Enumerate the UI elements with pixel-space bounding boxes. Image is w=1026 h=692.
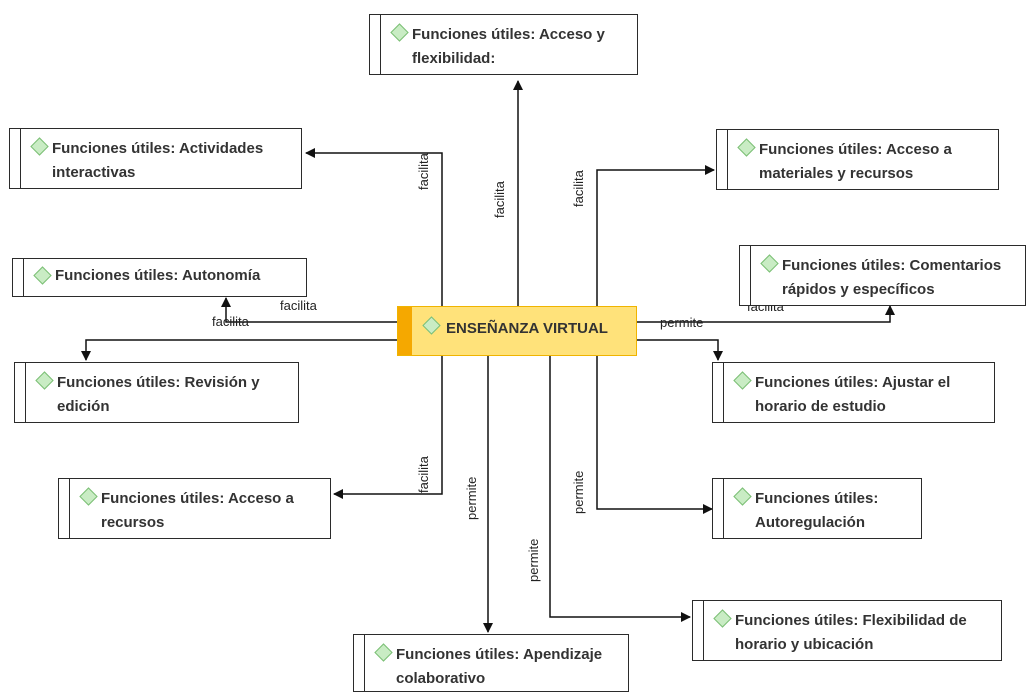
topic-bar bbox=[370, 15, 381, 74]
edge-to-materiales bbox=[596, 165, 715, 306]
edge-to-ajustar bbox=[637, 339, 723, 361]
topic-flexibilidad-horario[interactable]: Funciones útiles: Flexibilidad de horari… bbox=[692, 600, 1002, 661]
diamond-icon bbox=[760, 254, 779, 273]
topic-label: Funciones útiles: Autonomía bbox=[55, 267, 261, 284]
diamond-icon bbox=[733, 371, 752, 390]
topic-label: Funciones útiles: Acceso y flexibilidad: bbox=[412, 26, 605, 67]
edge-to-autonomia bbox=[221, 297, 397, 323]
central-topic[interactable]: ENSEÑANZA VIRTUAL bbox=[397, 306, 637, 356]
topic-bar bbox=[740, 246, 751, 305]
edge-to-recursos bbox=[333, 356, 443, 499]
topic-autonomia[interactable]: Funciones útiles: Autonomía bbox=[12, 258, 307, 297]
diamond-icon bbox=[33, 266, 52, 285]
topic-label: Funciones útiles: Acceso a materiales y … bbox=[759, 141, 952, 182]
topic-actividades-interactivas[interactable]: Funciones útiles: Actividades interactiv… bbox=[9, 128, 302, 189]
edge-label: facilita bbox=[212, 314, 250, 329]
topic-label: Funciones útiles: Comentarios rápidos y … bbox=[782, 257, 1002, 298]
central-topic-label: ENSEÑANZA VIRTUAL bbox=[446, 320, 608, 337]
topic-label: Funciones útiles: Ajustar el horario de … bbox=[755, 374, 951, 415]
topic-label: Funciones útiles: Acceso a recursos bbox=[101, 490, 294, 531]
topic-bar bbox=[10, 129, 21, 188]
topic-autorregulacion[interactable]: Funciones útiles: Autoregulación bbox=[712, 478, 922, 539]
edge-to-autorregulacion bbox=[596, 356, 713, 514]
topic-label: Funciones útiles: Revisión y edición bbox=[57, 374, 260, 415]
edge-label: permite bbox=[660, 315, 703, 330]
topic-ajustar-horario[interactable]: Funciones útiles: Ajustar el horario de … bbox=[712, 362, 995, 423]
edge-to-comentarios bbox=[637, 305, 895, 323]
edge-label: permite bbox=[526, 539, 541, 582]
topic-label: Funciones útiles: Actividades interactiv… bbox=[52, 140, 264, 181]
edge-to-revision bbox=[81, 339, 397, 361]
diamond-icon bbox=[737, 138, 756, 157]
edge-label: facilita bbox=[492, 180, 507, 218]
edge-label: permite bbox=[464, 477, 479, 520]
edge-label: facilita bbox=[280, 298, 318, 313]
topic-aprendizaje-colaborativo[interactable]: Funciones útiles: Apendizaje colaborativ… bbox=[353, 634, 629, 692]
topic-bar bbox=[713, 363, 724, 422]
diamond-icon bbox=[30, 137, 49, 156]
topic-comentarios[interactable]: Funciones útiles: Comentarios rápidos y … bbox=[739, 245, 1026, 306]
topic-acceso-recursos[interactable]: Funciones útiles: Acceso a recursos bbox=[58, 478, 331, 539]
topic-acceso-materiales[interactable]: Funciones útiles: Acceso a materiales y … bbox=[716, 129, 999, 190]
topic-label: Funciones útiles: Flexibilidad de horari… bbox=[735, 612, 967, 653]
diamond-icon bbox=[79, 487, 98, 506]
diamond-icon bbox=[374, 643, 393, 662]
topic-bar bbox=[354, 635, 365, 691]
edge-label: permite bbox=[571, 471, 586, 514]
topic-bar bbox=[717, 130, 728, 189]
topic-bar bbox=[13, 259, 24, 296]
diamond-icon bbox=[35, 371, 54, 390]
topic-bar bbox=[15, 363, 26, 422]
topic-bar bbox=[693, 601, 704, 660]
topic-bar bbox=[59, 479, 70, 538]
topic-label: Funciones útiles: Apendizaje colaborativ… bbox=[396, 646, 603, 687]
diamond-icon bbox=[713, 609, 732, 628]
edge-label: facilita bbox=[416, 455, 431, 493]
central-topic-bar bbox=[398, 307, 412, 355]
diamond-icon bbox=[390, 23, 409, 42]
topic-acceso-flexibilidad[interactable]: Funciones útiles: Acceso y flexibilidad: bbox=[369, 14, 638, 75]
edge-to-flex-horario bbox=[549, 356, 691, 622]
edge-label: facilita bbox=[416, 152, 431, 190]
topic-revision-edicion[interactable]: Funciones útiles: Revisión y edición bbox=[14, 362, 299, 423]
topic-label: Funciones útiles: Autoregulación bbox=[755, 490, 879, 531]
diamond-icon bbox=[422, 316, 441, 335]
topic-bar bbox=[713, 479, 724, 538]
edge-label: facilita bbox=[571, 169, 586, 207]
diamond-icon bbox=[733, 487, 752, 506]
edge-to-actividades bbox=[305, 148, 443, 306]
